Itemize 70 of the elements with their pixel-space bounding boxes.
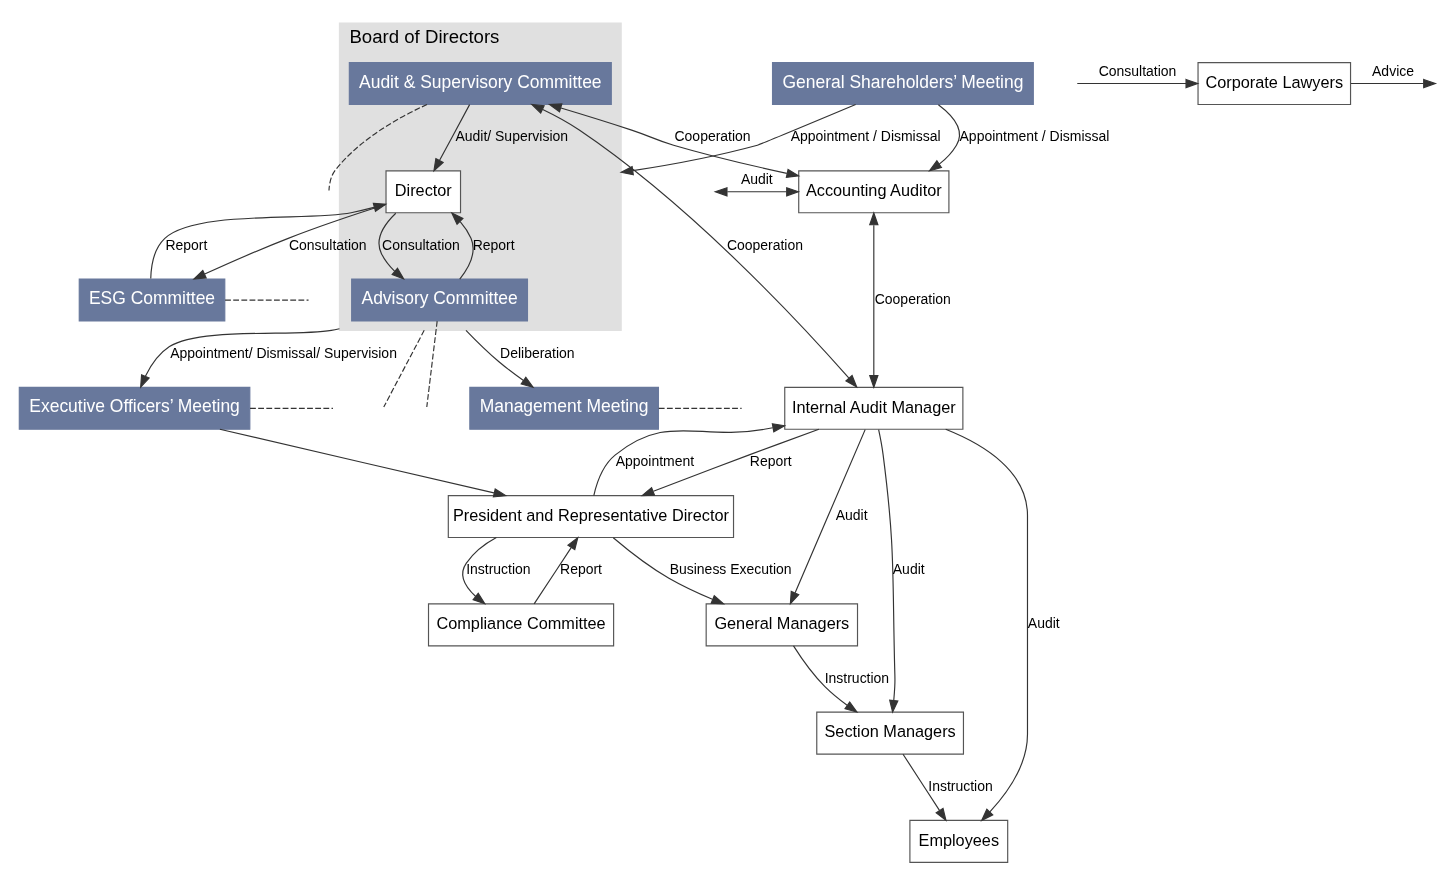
- arrow: [529, 103, 858, 388]
- edge-label: Cooperation: [726, 236, 803, 253]
- edge-label: Appointment/ Dismissal/ Supervision: [169, 344, 397, 361]
- arrow: [461, 536, 497, 605]
- edge-label: Report: [559, 560, 602, 577]
- edge-label: Instruction: [824, 669, 889, 686]
- node-box: Advisory Committee: [350, 278, 528, 322]
- node-box: Audit & Supervisory Committee: [348, 61, 612, 105]
- edge-label: Business Execution: [669, 560, 792, 577]
- arrow: [868, 210, 879, 389]
- arrow: [713, 186, 800, 197]
- edge-label: Report: [164, 236, 207, 253]
- edge-label: Cooperation: [874, 290, 951, 307]
- edge-label: Appointment / Dismissal: [959, 127, 1109, 144]
- arrow: [377, 212, 405, 280]
- arrow: [1076, 78, 1199, 88]
- connector: [425, 320, 438, 408]
- arrow: [450, 211, 474, 280]
- edge-label: Consultation: [381, 236, 460, 253]
- node-box: Internal Audit Manager: [783, 386, 963, 430]
- arrow: [944, 428, 1028, 822]
- edge-label: Audit: [892, 560, 925, 577]
- edge-label: Instruction: [927, 777, 993, 794]
- node-box: President and Representative Director: [447, 494, 734, 538]
- edge-label: Audit/ Supervision: [454, 127, 568, 144]
- connector: [382, 329, 425, 408]
- arrow: [792, 644, 858, 713]
- edge-label: Advice: [1371, 62, 1414, 79]
- connector: [657, 407, 742, 409]
- arrow: [592, 422, 786, 496]
- node-box: Executive Officers’ Meeting: [18, 386, 250, 430]
- arrow: [877, 428, 899, 714]
- node-box: General Shareholders’ Meeting: [771, 61, 1034, 105]
- arrow: [618, 103, 856, 175]
- edge-label: Appointment: [615, 452, 694, 469]
- arrow: [464, 329, 535, 388]
- node-box: Section Managers: [815, 711, 964, 755]
- edge-label: Appointment / Dismissal: [790, 127, 941, 144]
- arrow: [533, 535, 579, 604]
- arrow: [927, 103, 960, 172]
- arrow: [789, 428, 866, 605]
- edge-label: Audit: [1027, 614, 1060, 631]
- arrow: [901, 753, 947, 822]
- node-box: ESG Committee: [78, 278, 225, 322]
- arrow: [218, 428, 507, 498]
- node-box: Compliance Committee: [427, 602, 614, 646]
- arrow: [640, 428, 819, 496]
- edge-label: Deliberation: [499, 344, 575, 361]
- node-box: Corporate Lawyers: [1196, 61, 1351, 105]
- edge-label: Report: [749, 452, 792, 469]
- edge-label: Instruction: [465, 560, 531, 577]
- node-box: Director: [384, 169, 461, 213]
- edge-label: Audit: [835, 506, 868, 523]
- edge-label: Cooperation: [674, 127, 751, 144]
- node-box: Management Meeting: [468, 386, 659, 430]
- node-box: Employees: [908, 819, 1008, 863]
- node-box: General Managers: [705, 602, 858, 646]
- edge-label: Report: [472, 236, 515, 253]
- arrow: [432, 103, 470, 172]
- arrow: [612, 536, 725, 604]
- connector: [248, 407, 334, 409]
- arrow: [139, 327, 340, 389]
- edge-label: Consultation: [1098, 62, 1176, 79]
- node-box: Accounting Auditor: [797, 169, 949, 213]
- edge-label: Audit: [740, 170, 773, 187]
- connector: [327, 103, 428, 191]
- connector: [224, 298, 309, 301]
- edge-label: Consultation: [288, 236, 367, 253]
- arrow: [1349, 78, 1437, 88]
- arrow: [547, 102, 800, 178]
